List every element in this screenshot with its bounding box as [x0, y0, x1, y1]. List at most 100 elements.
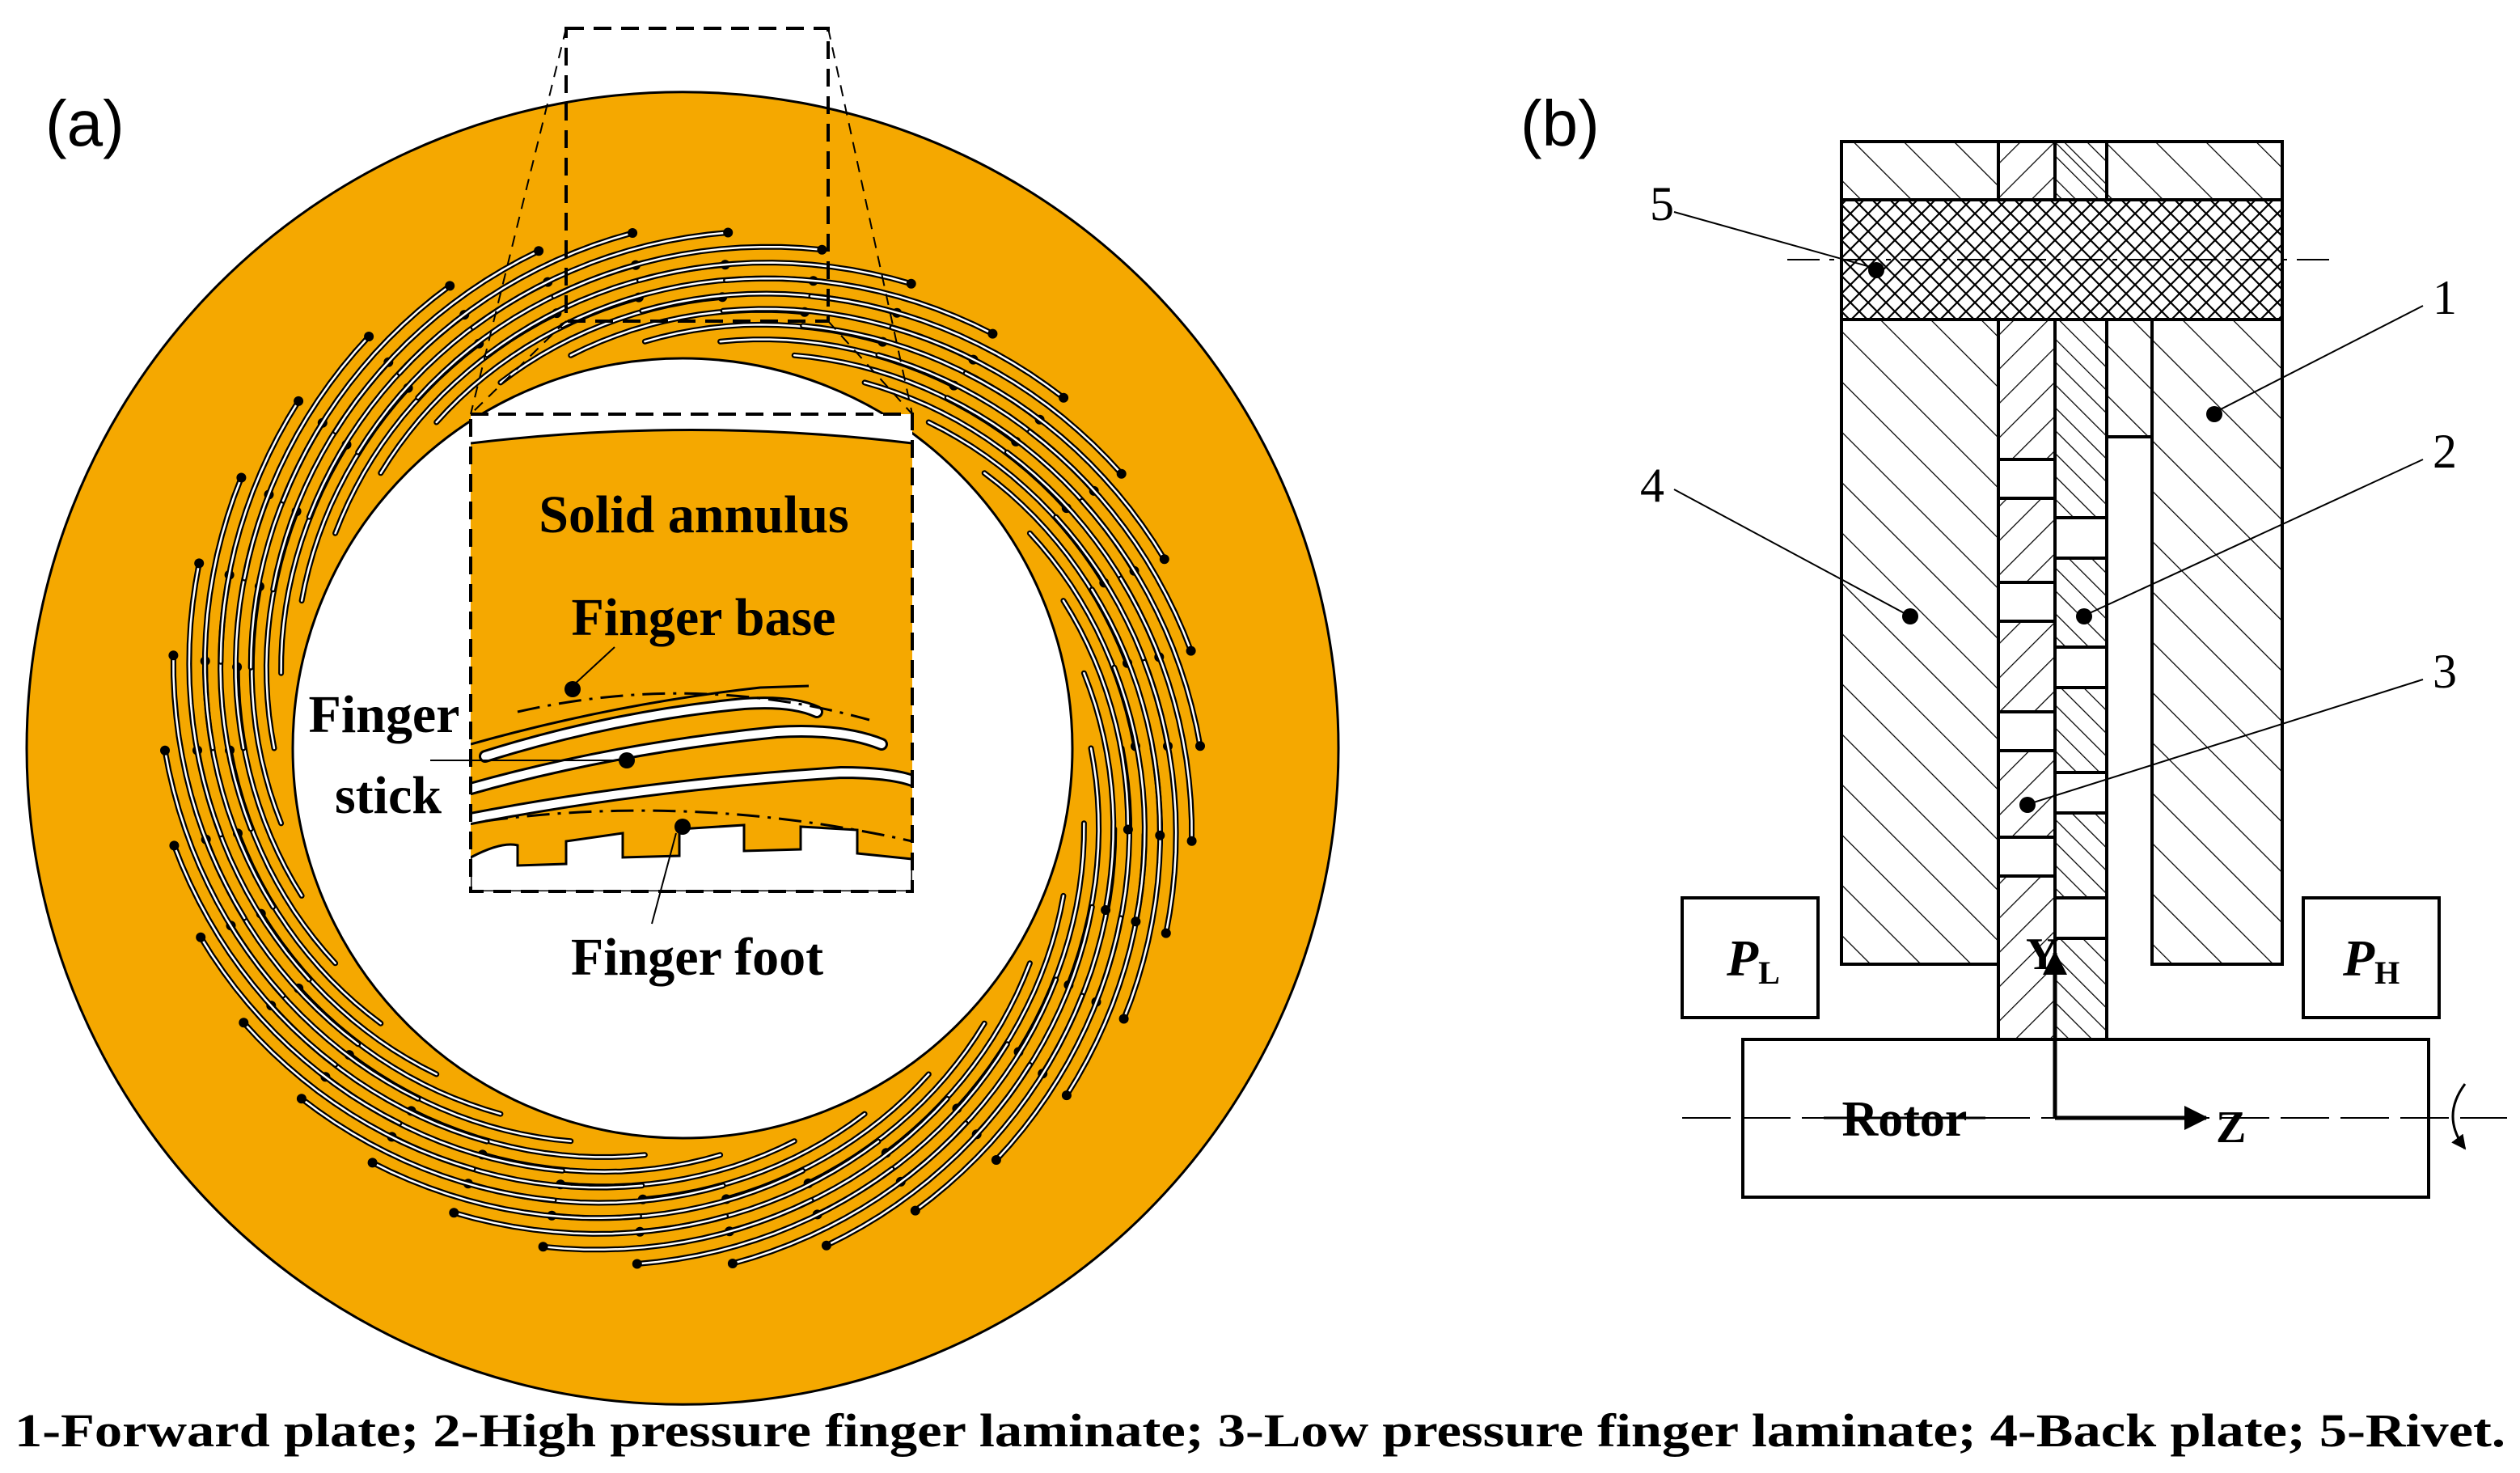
finger-slot-end: [1186, 836, 1197, 846]
finger-slot-gap: [1143, 660, 1178, 934]
panel-b: (b): [1520, 87, 2507, 1199]
finger-slot-gap: [964, 372, 1166, 561]
finger-slot-gap: [636, 1167, 894, 1265]
zoom-slot-gap: [471, 727, 886, 793]
finger-slot-gap: [1062, 599, 1130, 831]
callout-5: 5: [1650, 177, 1674, 231]
finger-slot-gap: [188, 562, 222, 836]
axis-z-label: Z: [2216, 1103, 2246, 1153]
finger-slot-end: [987, 328, 998, 339]
finger-slot-end: [538, 1242, 548, 1252]
finger-slot-gap: [552, 245, 823, 298]
finger-slot-gap: [638, 261, 912, 286]
rotor-label: Rotor: [1842, 1092, 1968, 1147]
label-finger-foot: Finger foot: [571, 928, 823, 987]
zoom-line-left-lower: [470, 320, 567, 415]
finger-slot-gap: [995, 916, 1123, 1162]
callout-4: 4: [1640, 459, 1664, 512]
label-solid-annulus: Solid annulus: [539, 485, 848, 544]
laminate-gap: [2053, 645, 2108, 689]
finger-slot-gap: [471, 231, 729, 329]
label-finger-base: Finger base: [572, 588, 836, 647]
finger-slot-gap: [1091, 588, 1161, 836]
laminate-gap: [2053, 896, 2108, 940]
finger-slot-gap: [219, 400, 300, 663]
laminate-gap: [1997, 581, 2057, 623]
finger-slot-end: [906, 278, 916, 289]
finger-slot-end: [449, 1208, 459, 1218]
finger-slot-end: [632, 1259, 642, 1269]
finger-slot-gap: [1080, 499, 1202, 747]
zoom-slot-gap: [481, 699, 821, 760]
finger-slot-gap: [1113, 666, 1146, 923]
callout-1: 1: [2433, 271, 2457, 324]
finger-slot-gap: [1029, 430, 1192, 652]
pressure-high-label: PH: [2342, 929, 2399, 991]
laminate-gap: [1997, 836, 2057, 878]
panel-a: (a): [25, 27, 1340, 1406]
label-finger-stick-2: stick: [335, 766, 442, 825]
zoom-line-right-lower: [827, 320, 913, 415]
callout-lines: [1673, 211, 2424, 806]
panel-a-label: (a): [45, 87, 125, 159]
finger-slot-gap: [890, 326, 1123, 475]
callout-2: 2: [2433, 425, 2457, 478]
finger-slot-end: [239, 1018, 249, 1028]
axis-y-label: Y: [2026, 929, 2058, 980]
finger-slot-gap: [281, 285, 451, 502]
finger-slot-end: [196, 932, 206, 942]
label-finger-stick-1: Finger: [309, 685, 460, 744]
finger-slot-gap: [825, 1064, 1031, 1247]
finger-slot-gap: [243, 1022, 475, 1170]
finger-slot-gap: [172, 654, 246, 920]
finger-slot-end: [821, 1240, 831, 1251]
forward-plate: [2150, 318, 2284, 966]
low-pressure-laminate: [1997, 318, 2057, 1041]
laminate-gap: [2053, 516, 2108, 560]
rotation-arrow-icon: [2451, 1083, 2467, 1150]
finger-slot-end: [1123, 824, 1133, 835]
zoom-slot-gap: [471, 768, 912, 823]
finger-slot-gap: [300, 1097, 556, 1202]
finger-slot-end: [160, 745, 170, 756]
finger-slot-gap: [725, 277, 994, 335]
finger-slot-end: [294, 396, 304, 406]
figure-caption: 1-Forward plate; 2-High pressure finger …: [15, 1404, 2505, 1457]
finger-slot-gap: [453, 1211, 727, 1235]
finger-slot-end: [194, 558, 205, 569]
finger-slot-gap: [173, 844, 336, 1066]
zoom-line-left: [470, 28, 567, 415]
finger-slot-gap: [243, 335, 370, 580]
finger-slot-end: [1161, 928, 1171, 938]
finger-slot-end: [1131, 916, 1141, 927]
finger-slot-end: [1118, 1014, 1129, 1024]
leader-finger-base: [572, 646, 615, 687]
finger-slot-end: [236, 472, 247, 483]
finger-slot-end: [1159, 554, 1169, 565]
selection-box: [564, 27, 830, 323]
finger-slot-gap: [398, 231, 634, 375]
leader-finger-foot: [651, 832, 677, 925]
finger-slot-gap: [542, 1199, 813, 1251]
panel-b-label: (b): [1520, 87, 1600, 159]
finger-slot-end: [910, 1205, 920, 1216]
callout-3: 3: [2433, 645, 2457, 698]
zoom-inset: Solid annulus Finger base: [469, 413, 914, 925]
finger-slot-gap: [1119, 577, 1193, 843]
dot-finger-foot: [674, 819, 691, 835]
finger-slot-end: [1101, 905, 1111, 915]
finger-slot-gap: [1083, 671, 1114, 912]
finger-slot-end: [727, 1259, 738, 1268]
finger-slot-end: [1155, 830, 1165, 840]
finger-slot-end: [1061, 1090, 1072, 1101]
pressure-low-label: PL: [1726, 929, 1780, 991]
finger-slot-end: [1116, 468, 1127, 479]
finger-slot-gap: [334, 249, 540, 433]
laminate-gaps: [1997, 458, 2108, 940]
finger-slot-end: [628, 228, 638, 238]
finger-slot-gap: [810, 294, 1065, 400]
finger-slot-end: [445, 281, 455, 291]
callout-dots: [1868, 262, 2222, 813]
finger-slot-gap: [731, 1122, 967, 1265]
